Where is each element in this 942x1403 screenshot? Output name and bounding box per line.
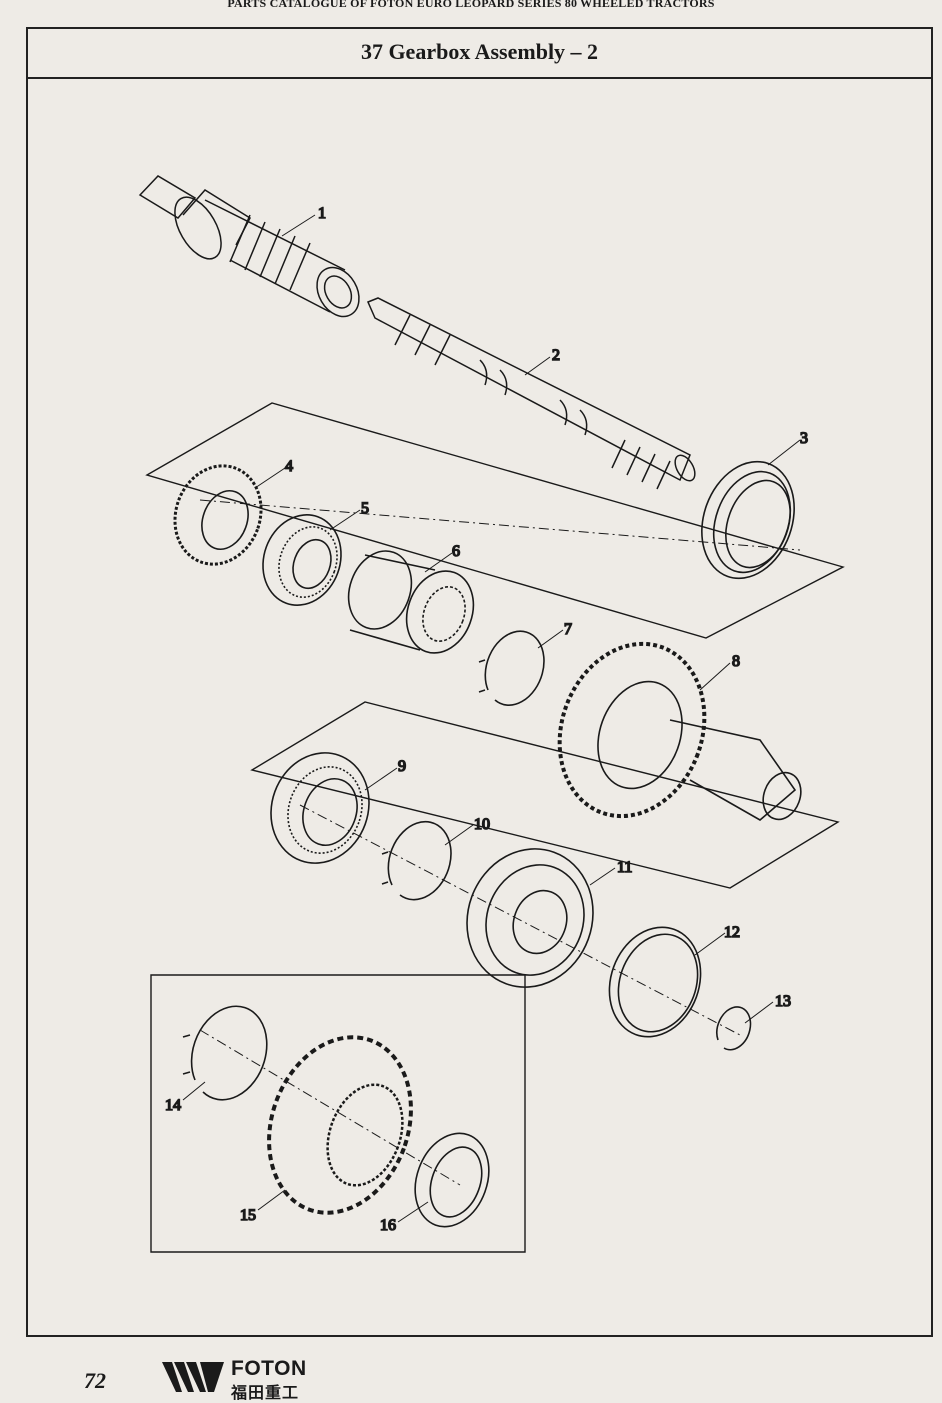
foton-logo-icon [162,1362,224,1392]
part-10-circlip [381,820,452,901]
part-6-splined-sleeve [347,550,475,654]
page-number: 72 [84,1368,106,1393]
callout-15: 15 [240,1207,256,1224]
leader-lines [182,214,801,1223]
part-9-bearing [270,752,370,864]
part-11-bearing [466,848,594,988]
callout-11: 11 [617,859,632,876]
part-12-ring [608,926,702,1038]
part-5-bearing [262,514,342,606]
part-1-splined-sleeve [138,175,360,318]
callout-2: 2 [552,347,560,364]
callout-4: 4 [285,458,293,475]
callout-5: 5 [361,500,369,517]
page-frame: 37 Gearbox Assembly – 2 [26,27,933,1337]
part-13-small-circlip [716,1006,752,1051]
callout-10: 10 [474,816,490,833]
callout-14: 14 [165,1097,181,1114]
callout-9: 9 [398,758,406,775]
part-4-gear [173,464,263,566]
catalogue-header: PARTS CATALOGUE OF FOTON EURO LEOPARD SE… [227,0,715,10]
part-7-circlip [478,630,545,706]
brand-name: FOTON [231,1357,307,1380]
axis-line-top [199,499,801,551]
callout-16: 16 [380,1217,396,1234]
callout-1: 1 [318,205,326,222]
callout-3: 3 [800,430,808,447]
section-title: 37 Gearbox Assembly – 2 [28,29,931,79]
part-15-splined-hub [267,1035,413,1215]
callout-8: 8 [732,653,740,670]
part-16-washer [414,1132,490,1228]
callout-12: 12 [724,924,740,941]
part-3-synchro-ring [701,460,795,580]
callout-6: 6 [452,543,460,560]
part-2-long-shaft [367,297,696,490]
group-panel-c [150,974,526,1253]
axis-line-middle [299,804,741,1036]
part-14-circlip [182,1005,268,1101]
callout-13: 13 [775,993,791,1010]
part-8-large-gear [557,641,802,821]
group-panel-b [250,701,840,889]
group-panel-a [145,402,845,639]
brand-name-cn: 福田重工 [231,1383,300,1402]
callout-7: 7 [564,621,572,638]
